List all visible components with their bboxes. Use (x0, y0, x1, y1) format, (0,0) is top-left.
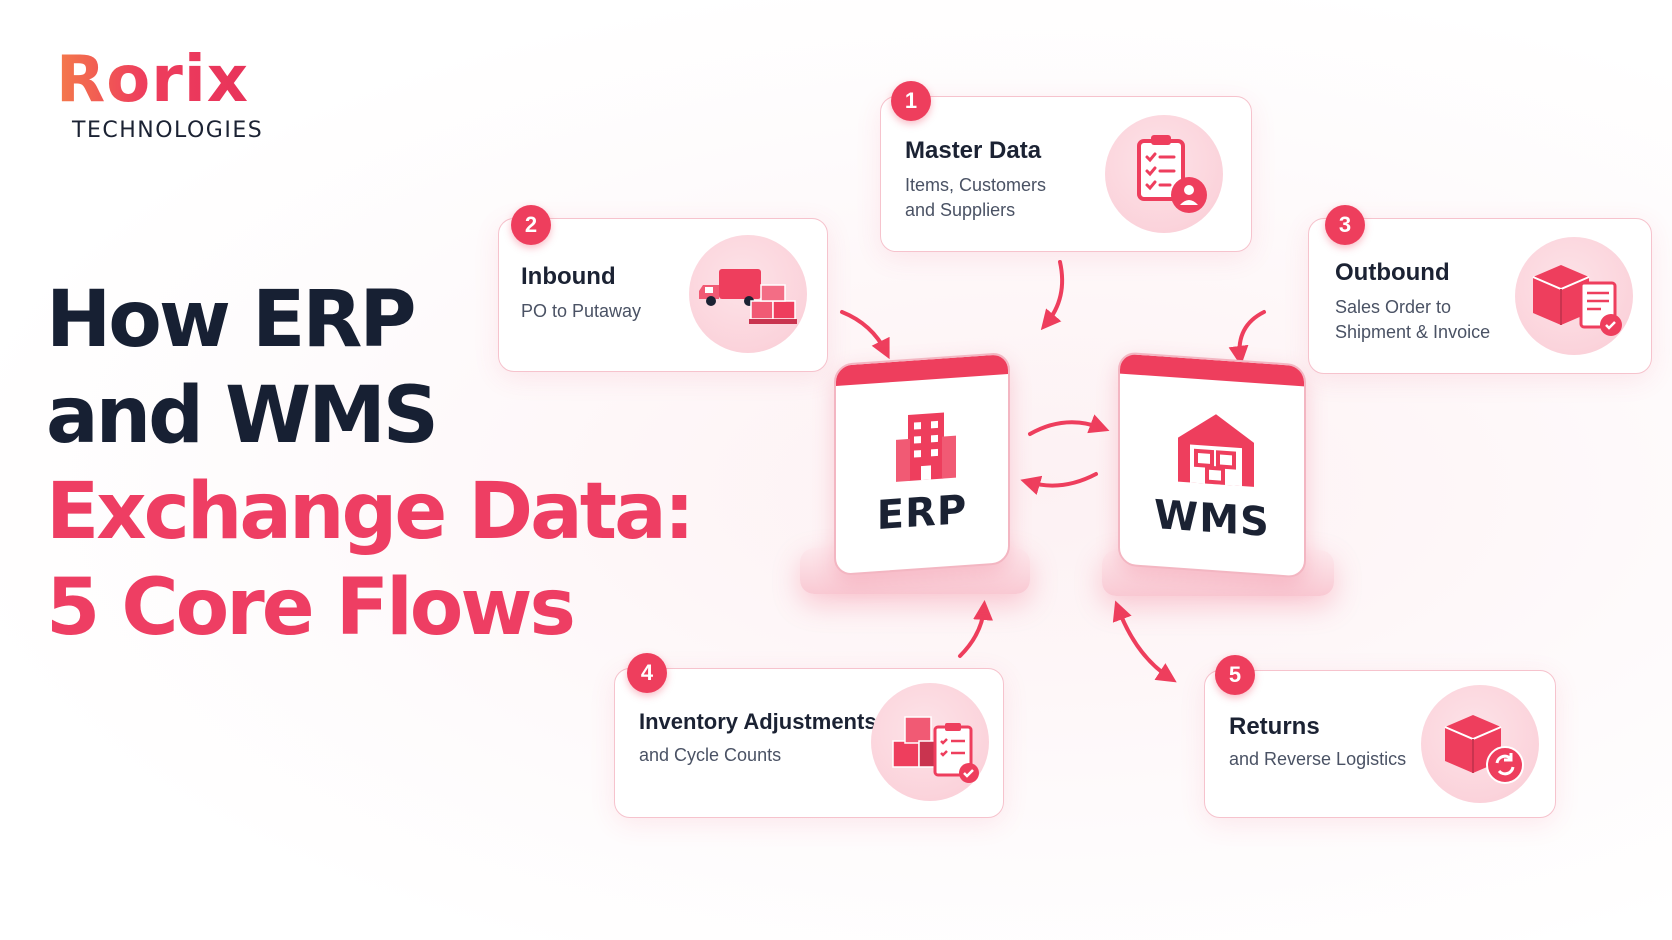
wms-label: WMS (1154, 491, 1270, 547)
flow-card-outbound[interactable]: Outbound Sales Order to Shipment & Invoi… (1308, 205, 1652, 374)
arrow-outbound (1228, 310, 1266, 366)
arrow-inbound (840, 310, 890, 360)
flow-number-badge: 4 (627, 653, 667, 693)
headline-line-1: How ERP (46, 275, 417, 365)
logo-wordmark: Rorix (56, 43, 250, 117)
box-return-icon (1421, 685, 1539, 803)
truck-boxes-icon (689, 235, 807, 353)
arrow-returns (1112, 600, 1177, 683)
warehouse-icon (1178, 414, 1254, 487)
flow-card-master-data[interactable]: Master Data Items, Customers and Supplie… (880, 81, 1252, 252)
flow-card-inventory-adjustments[interactable]: Inventory Adjustments and Cycle Counts 4 (614, 653, 1004, 818)
arrow-master-data (1040, 260, 1065, 331)
headline-line-4: 5 Core Flows (46, 563, 576, 653)
flow-description: and Reverse Logistics (1229, 749, 1407, 769)
boxes-checklist-icon (871, 683, 989, 801)
flow-number-badge: 2 (511, 205, 551, 245)
arrow-wms-to-erp (1020, 472, 1098, 495)
flow-title: Inbound (521, 263, 616, 290)
flow-title: Inventory Adjustments (639, 709, 877, 734)
flow-description: and Cycle Counts (639, 745, 782, 765)
flow-description: Sales Order to Shipment & Invoice (1335, 297, 1491, 342)
box-invoice-icon (1515, 237, 1633, 355)
flow-description: PO to Putaway (521, 301, 642, 321)
flow-number-badge: 3 (1325, 205, 1365, 245)
flow-title: Returns (1229, 713, 1320, 740)
erp-system-block[interactable]: ERP (800, 351, 1030, 598)
arrow-inventory (958, 600, 994, 658)
wms-title-bar (1120, 353, 1304, 387)
flow-card-inbound[interactable]: Inbound PO to Putaway 2 (498, 205, 828, 372)
erp-panel: ERP (834, 351, 1010, 577)
arrow-erp-to-wms (1028, 414, 1110, 436)
erp-title-bar (836, 353, 1008, 387)
company-logo: Rorix TECHNOLOGIES (56, 44, 296, 144)
headline-line-3: Exchange Data: (46, 467, 695, 557)
clipboard-user-icon (1105, 115, 1223, 233)
erp-label: ERP (876, 486, 968, 540)
flow-description: Items, Customers and Suppliers (905, 175, 1047, 220)
building-icon (896, 412, 956, 482)
flow-number-badge: 1 (891, 81, 931, 121)
flow-title: Master Data (905, 137, 1042, 164)
flow-title: Outbound (1335, 259, 1450, 286)
flow-number-badge: 5 (1215, 655, 1255, 695)
flow-card-returns[interactable]: Returns and Reverse Logistics 5 (1204, 655, 1556, 818)
headline-line-2: and WMS (46, 371, 439, 461)
wms-system-block[interactable]: WMS (1102, 351, 1334, 602)
logo-tagline: TECHNOLOGIES (72, 118, 264, 143)
wms-panel: WMS (1118, 351, 1306, 579)
page-title: How ERP and WMS Exchange Data: 5 Core Fl… (46, 272, 746, 656)
